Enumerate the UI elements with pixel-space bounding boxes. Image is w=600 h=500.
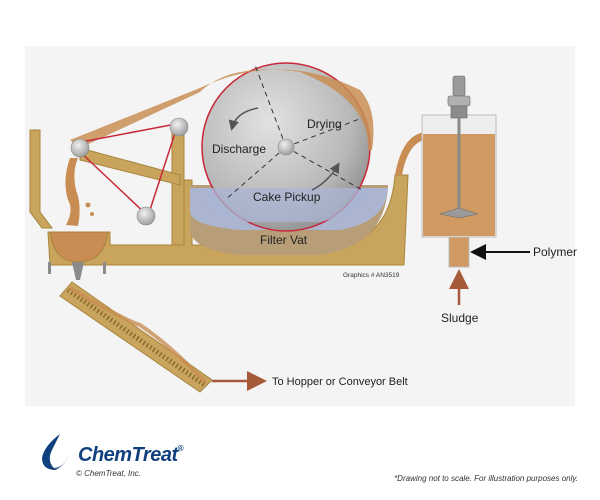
label-discharge: Discharge <box>212 142 266 156</box>
sludge-drop <box>85 202 91 208</box>
feed-pipe <box>395 132 425 175</box>
label-filter-vat: Filter Vat <box>260 233 308 247</box>
label-polymer: Polymer <box>533 245 577 259</box>
left-chute <box>29 129 53 229</box>
mixer <box>439 75 479 219</box>
rotation-arrow-bottom <box>311 162 340 191</box>
chemtreat-logo: ChemTreat® © ChemTreat, Inc. <box>38 430 184 486</box>
disclaimer: *Drawing not to scale. For illustration … <box>394 474 578 483</box>
roller-top <box>169 117 189 137</box>
label-cake-pickup: Cake Pickup <box>253 190 321 204</box>
label-sludge: Sludge <box>441 311 479 325</box>
sludge-drop <box>90 212 94 216</box>
rotation-arrow-top <box>228 107 259 131</box>
filter-belt <box>75 123 177 217</box>
leg-left <box>48 262 51 274</box>
brand-name: ChemTreat® <box>78 444 184 466</box>
screw-conveyor <box>59 281 213 393</box>
drum-spokes <box>224 64 363 201</box>
falling-sludge <box>65 158 80 226</box>
brand-copyright: © ChemTreat, Inc. <box>76 469 141 478</box>
label-drying: Drying <box>307 117 342 131</box>
drop-logo-icon <box>42 434 68 470</box>
tank-outlet <box>448 236 470 268</box>
graphics-id: Graphics # AN3519 <box>343 272 400 279</box>
drum-hub <box>277 138 295 156</box>
roller-left <box>70 138 90 158</box>
leg-right <box>103 262 106 274</box>
label-hopper: To Hopper or Conveyor Belt <box>272 376 408 388</box>
vat-liquid-front <box>205 188 370 222</box>
roller-bottom <box>136 206 156 226</box>
hopper-outlet <box>72 262 84 280</box>
frame-upright <box>171 129 185 246</box>
